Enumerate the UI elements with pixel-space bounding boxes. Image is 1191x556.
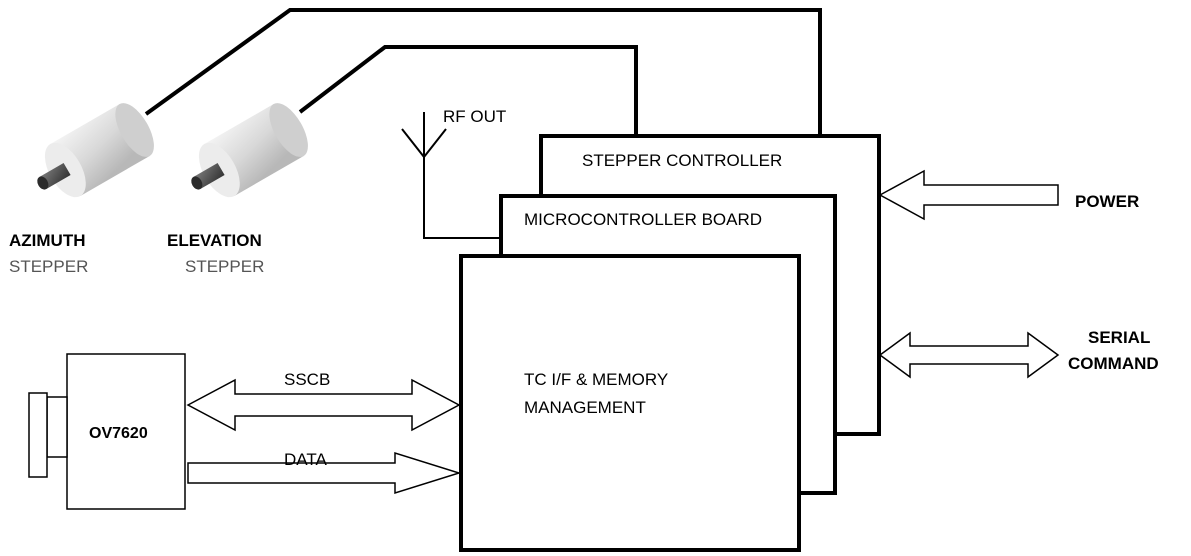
rf-antenna [401,112,504,239]
azimuth-label: AZIMUTH [9,231,85,250]
elevation-sub-label: STEPPER [185,257,264,276]
data-label: DATA [284,450,327,469]
azimuth-sub-label: STEPPER [9,257,88,276]
stepper-controller-label: STEPPER CONTROLLER [582,151,782,170]
tc-if-label-line1: TC I/F & MEMORY [524,370,668,389]
sscb-label: SSCB [284,370,330,389]
serial-label-line1: SERIAL [1088,328,1150,347]
power-arrow [878,169,1059,221]
camera-label: OV7620 [89,425,148,442]
azimuth-stepper-motor [37,103,154,198]
rf-out-label: RF OUT [443,107,506,126]
data-arrow [187,451,462,495]
elevation-label: ELEVATION [167,231,262,250]
azimuth-wire [144,8,822,136]
tc-if-label-line2: MANAGEMENT [524,398,646,417]
sscb-arrow [186,378,461,432]
power-label: POWER [1075,192,1139,211]
serial-label-line2: COMMAND [1068,354,1159,373]
elevation-stepper-motor [191,103,308,198]
camera-module [28,353,186,510]
tc-if-memory-board [459,254,801,552]
microcontroller-board-label: MICROCONTROLLER BOARD [524,210,762,229]
serial-command-arrow [878,331,1060,379]
elevation-wire [298,45,638,194]
